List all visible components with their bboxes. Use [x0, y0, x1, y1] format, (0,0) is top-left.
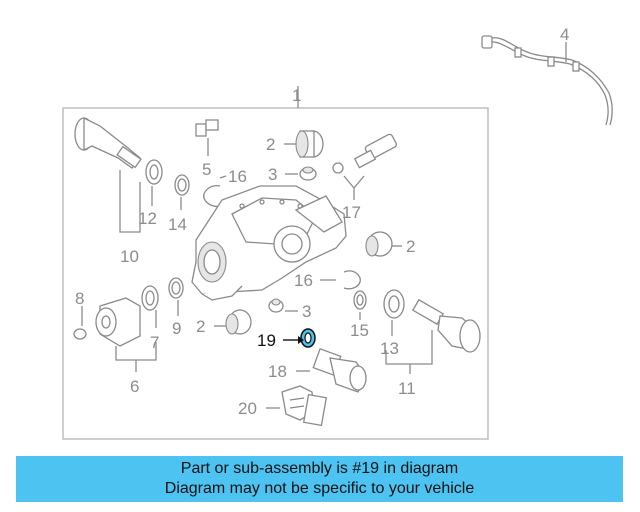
callout-2b: 2	[406, 237, 415, 256]
sensor-part-17	[332, 133, 398, 174]
callout-3b: 3	[302, 302, 311, 321]
assembly-frame	[62, 107, 489, 440]
callout-3a: 3	[268, 165, 277, 184]
callout-1: 1	[292, 86, 301, 105]
callout-10: 10	[120, 247, 139, 266]
bolt-part-5	[195, 119, 219, 156]
actuator-part-18	[312, 348, 367, 393]
callout-15: 15	[350, 321, 369, 340]
axle-shaft-part-10	[74, 116, 142, 169]
flange-part-6	[95, 297, 141, 347]
bushing-part-2-bottom	[225, 309, 252, 335]
wire-harness-part-4	[481, 35, 613, 126]
callout-7: 7	[150, 333, 159, 352]
callout-19-arrowhead	[298, 336, 304, 344]
callout-5: 5	[202, 160, 211, 179]
callout-19: 19	[257, 331, 276, 350]
bushing-part-2-top	[295, 130, 324, 158]
callout-6: 6	[130, 377, 139, 396]
bracket-part-20	[281, 385, 328, 427]
info-banner: Part or sub-assembly is #19 in diagram D…	[16, 456, 623, 502]
callout-20: 20	[238, 399, 257, 418]
callout-13: 13	[380, 339, 399, 358]
callout-4: 4	[560, 25, 569, 44]
callout-14: 14	[168, 215, 187, 234]
seal-part-19-highlighted	[300, 328, 316, 348]
callout-17: 17	[342, 203, 361, 222]
callout-16a: 16	[228, 167, 247, 186]
callout-2c: 2	[196, 317, 205, 336]
banner-line-2: Diagram may not be specific to your vehi…	[164, 480, 475, 497]
callout-11: 11	[398, 379, 416, 398]
callout-18: 18	[268, 362, 287, 381]
bushing-part-2-right	[365, 231, 393, 257]
circlip-part-16-lower	[343, 270, 361, 290]
parts-diagram: 1 4 10 12 14 5 16	[62, 25, 613, 440]
differential-housing	[191, 185, 347, 301]
banner-line-1: Part or sub-assembly is #19 in diagram	[180, 460, 459, 477]
callout-8: 8	[75, 289, 84, 308]
callout-9: 9	[172, 319, 181, 338]
callout-2a: 2	[266, 135, 275, 154]
bolt-part-8	[73, 306, 87, 340]
callout-12: 12	[138, 209, 157, 228]
axle-shaft-part-11	[411, 298, 481, 353]
circlip-part-16	[203, 185, 223, 208]
callout-16b: 16	[294, 271, 313, 290]
